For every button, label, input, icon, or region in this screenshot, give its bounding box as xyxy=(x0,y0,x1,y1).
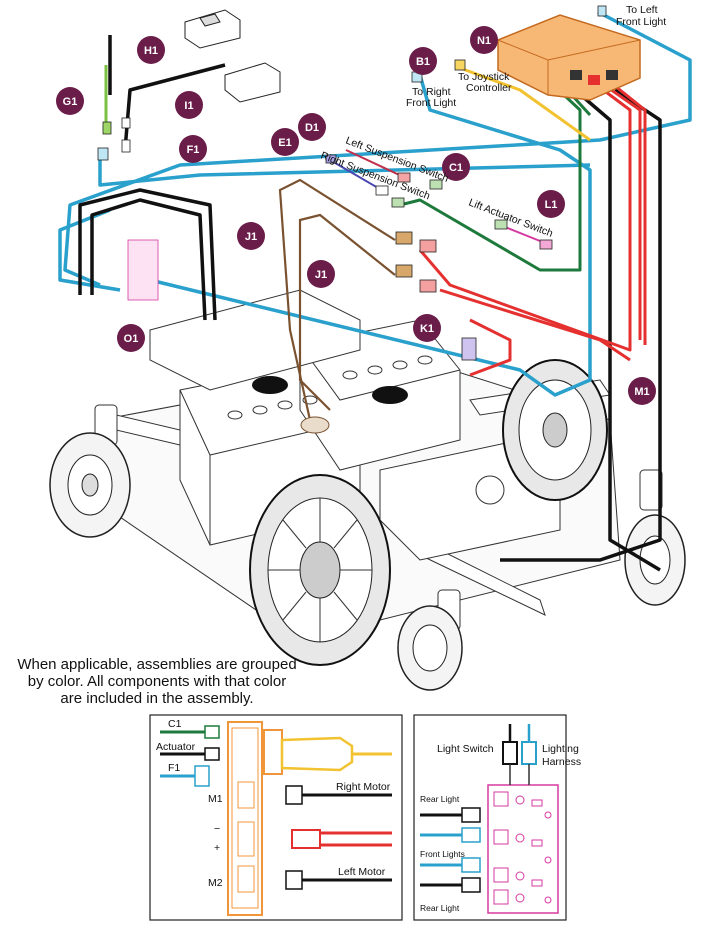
wheel-front-caster xyxy=(397,605,463,691)
harness-black xyxy=(78,35,662,572)
callout-o1: O1 xyxy=(117,324,145,352)
svg-text:G1: G1 xyxy=(63,96,78,108)
inset-label-m1: M1 xyxy=(208,793,223,805)
svg-text:K1: K1 xyxy=(420,323,434,335)
inset-label-left-motor: Left Motor xyxy=(338,866,386,878)
svg-text:F1: F1 xyxy=(187,144,200,156)
inset-label-light-switch: Light Switch xyxy=(437,743,494,755)
inset-label-f1: F1 xyxy=(168,762,180,774)
callout-g1: G1 xyxy=(56,87,84,115)
callout-f1: F1 xyxy=(179,135,207,163)
svg-text:J1: J1 xyxy=(315,269,327,281)
svg-text:I1: I1 xyxy=(184,100,193,112)
callout-j1-a: J1 xyxy=(237,222,265,250)
svg-text:M1: M1 xyxy=(634,386,649,398)
connectors xyxy=(97,5,607,361)
inset-controller-pinout: C1 Actuator F1 M1 − + M2 Right Motor Lef… xyxy=(149,714,403,921)
callout-m1: M1 xyxy=(628,377,656,405)
motor-brake-connectors xyxy=(252,376,408,434)
harness-b1-yellow xyxy=(459,66,591,142)
controller-module xyxy=(497,14,641,101)
inset-label-lighting-2: Harness xyxy=(542,756,581,768)
note-line-1: When applicable, assemblies are grouped xyxy=(17,656,296,673)
svg-text:D1: D1 xyxy=(305,122,319,134)
inset-label-c1: C1 xyxy=(168,718,182,730)
inset-label-m2: M2 xyxy=(208,877,223,889)
inset-label-plus: + xyxy=(214,842,220,854)
svg-text:N1: N1 xyxy=(477,35,491,47)
svg-text:L1: L1 xyxy=(545,199,558,211)
callout-h1: H1 xyxy=(137,36,165,64)
inset-label-rear-light-top: Rear Light xyxy=(420,794,460,804)
callouts: N1 B1 H1 I1 G1 F1 D1 E1 C1 L1 J1 J1 K1 M… xyxy=(56,26,656,405)
callout-e1: E1 xyxy=(271,128,299,156)
wheel-drive-front xyxy=(249,474,391,666)
inset-label-minus: − xyxy=(214,823,220,835)
wheel-left-caster xyxy=(49,432,131,538)
harness-red xyxy=(418,78,647,377)
switch-module-i1 xyxy=(224,62,281,103)
callout-d1: D1 xyxy=(298,113,326,141)
inset-label-right-motor: Right Motor xyxy=(336,781,391,793)
svg-text:E1: E1 xyxy=(278,137,291,149)
svg-text:J1: J1 xyxy=(245,231,257,243)
label-to-right-front-light-1: To Right xyxy=(412,86,451,98)
label-to-left-front-light-2: Front Light xyxy=(616,16,666,28)
lighting-switch-module xyxy=(184,9,241,49)
harness-f1-blue xyxy=(58,10,692,397)
svg-text:H1: H1 xyxy=(144,45,158,57)
label-to-left-front-light-1: To Left xyxy=(626,4,658,16)
inset-lighting-harness: Light Switch Lighting Harness Rear Light… xyxy=(413,714,581,921)
callout-j1-b: J1 xyxy=(307,260,335,288)
note-line-2: by color. All components with that color xyxy=(28,673,286,690)
label-to-right-front-light-2: Front Light xyxy=(406,97,456,109)
inset-label-lighting-1: Lighting xyxy=(542,743,579,755)
svg-text:B1: B1 xyxy=(416,56,430,68)
callout-b1: B1 xyxy=(409,47,437,75)
inset-label-front-lights: Front Lights xyxy=(420,849,465,859)
harness-j1-brown xyxy=(278,178,396,421)
inset-label-rear-light-bottom: Rear Light xyxy=(420,903,460,913)
callout-k1: K1 xyxy=(413,314,441,342)
callout-l1: L1 xyxy=(537,190,565,218)
callout-c1: C1 xyxy=(442,153,470,181)
wheel-drive-rear xyxy=(502,359,608,501)
label-to-joystick-2: Controller xyxy=(466,82,512,94)
callout-i1: I1 xyxy=(175,91,203,119)
note-line-3: are included in the assembly. xyxy=(60,690,253,707)
svg-text:O1: O1 xyxy=(124,333,139,345)
svg-text:C1: C1 xyxy=(449,162,463,174)
callout-n1: N1 xyxy=(470,26,498,54)
wheel-right-caster xyxy=(624,514,686,606)
assembly-note: When applicable, assemblies are grouped … xyxy=(17,656,296,707)
label-to-joystick-1: To Joystick xyxy=(458,71,510,83)
inset-label-actuator: Actuator xyxy=(156,741,196,753)
